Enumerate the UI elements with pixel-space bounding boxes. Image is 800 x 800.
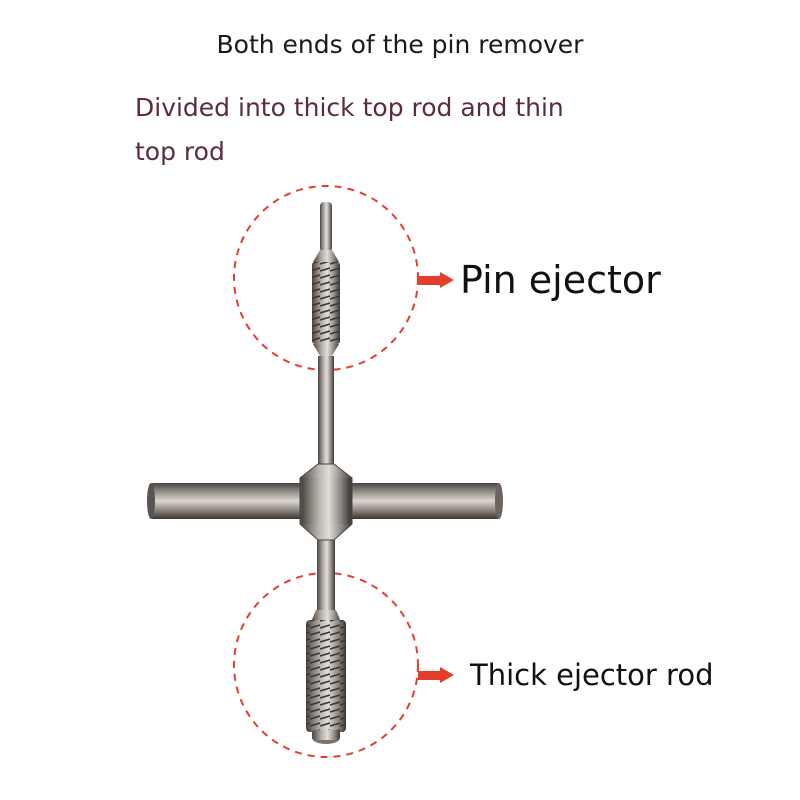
- arrow-right-icon: [418, 670, 440, 680]
- arrow-head-icon: [440, 667, 454, 683]
- thick-ejector-rod-callout: Thick ejector rod: [418, 658, 713, 692]
- page-title: Both ends of the pin remover: [216, 30, 584, 59]
- arrow-head-icon: [440, 272, 454, 288]
- page-subtitle: Divided into thick top rod and thin top …: [135, 93, 564, 166]
- arrow-right-icon: [418, 275, 440, 285]
- thick-ejector-rod-label: Thick ejector rod: [470, 658, 714, 692]
- center-hub: [299, 463, 353, 541]
- pin-ejector-label: Pin ejector: [460, 258, 661, 302]
- pin-ejector-callout: Pin ejector: [418, 258, 661, 302]
- vertical-shaft: [306, 202, 346, 744]
